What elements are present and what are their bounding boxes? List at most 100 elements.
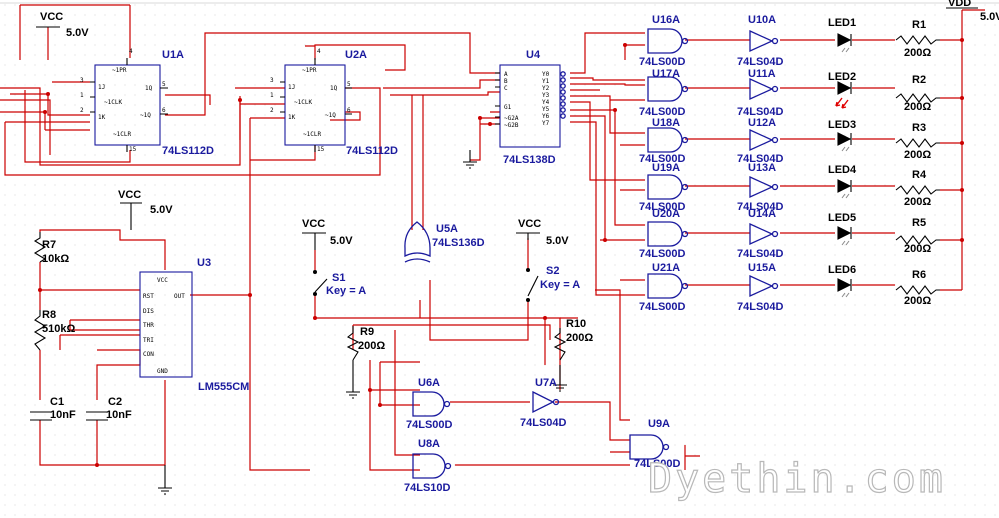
vcc-voltage: 5.0V <box>66 27 89 39</box>
vdd-voltage: 5.0V <box>980 11 999 23</box>
r8-ref: R8 <box>42 309 56 321</box>
ground-symbols <box>158 150 567 495</box>
vcc-supply-555: VCC 5.0V <box>118 189 173 230</box>
vcc-supply-top-left: VCC 5.0V <box>36 11 89 39</box>
u4-pin-g2a: ~G2A <box>504 115 519 122</box>
u7a-part: 74LS04D <box>520 417 567 429</box>
led_row-4-led-label: LED5 <box>828 212 856 224</box>
u1a-jk-flipflop[interactable]: ~1PR 1J ~1CLK 1K ~1CLR 1Q ~1Q 4 3 1 2 5 … <box>80 48 214 157</box>
u3-pin-vcc: VCC <box>157 277 168 284</box>
vcc-label: VCC <box>40 11 63 23</box>
c2-value: 10nF <box>106 409 132 421</box>
inv_row-4-part-label: 74LS04D <box>737 248 784 260</box>
u4-decoder[interactable]: A B C G1 ~G2A ~G2B Y0 Y1 Y2 Y3 Y4 Y5 Y6 … <box>495 49 566 166</box>
u2a-pin-j: 1J <box>288 84 295 91</box>
u4-pin-y1: Y1 <box>542 78 550 85</box>
switch-s2[interactable]: S2 Key = A <box>526 265 580 302</box>
u2a-pin-5: 5 <box>347 81 351 88</box>
u3-pin-dis: DIS <box>143 308 154 315</box>
u2a-pin-6: 6 <box>347 107 351 114</box>
switch-s1[interactable]: S1 Key = A <box>313 270 366 297</box>
u2a-pin-clr: ~1CLR <box>303 131 321 138</box>
u4-pin-b: B <box>504 78 508 85</box>
r7-ref: R7 <box>42 239 56 251</box>
led_row-5-led-label: LED6 <box>828 264 856 276</box>
u4-pin-y2: Y2 <box>542 85 550 92</box>
u1a-pin-15: 15 <box>129 146 137 153</box>
u2a-pin-q: 1Q <box>330 85 338 92</box>
inv_row-2-part-label: 74LS04D <box>737 153 784 165</box>
s1-ref: S1 <box>332 272 345 284</box>
s2-ref: S2 <box>546 265 559 277</box>
resistor-r10[interactable]: R10 200Ω <box>553 318 593 361</box>
u1a-pin-nq: ~1Q <box>140 112 151 119</box>
u8a-part: 74LS10D <box>404 482 451 494</box>
u3-body <box>139 271 193 378</box>
capacitor-c2[interactable]: C2 10nF <box>86 396 132 421</box>
wire-net <box>0 4 985 471</box>
inv_row-4-ref-label: U14A <box>748 208 776 220</box>
u5a-ref: U5A <box>436 223 458 235</box>
u3-part: LM555CM <box>198 381 249 393</box>
u2a-pin-15: 15 <box>317 146 325 153</box>
u6a-part: 74LS00D <box>406 419 453 431</box>
u2a-pin-prn: ~1PR <box>302 67 317 74</box>
nand_row-4-ref-label: U20A <box>652 208 680 220</box>
u7a-inverter[interactable]: U7A 74LS04D <box>520 377 567 429</box>
resistor-r9[interactable]: R9 200Ω <box>346 326 385 361</box>
s1-key: Key = A <box>326 285 366 297</box>
u6a-nand-gate[interactable]: U6A 74LS00D <box>406 377 453 431</box>
r9-ref: R9 <box>360 326 374 338</box>
u2a-ref: U2A <box>345 49 367 61</box>
nand_row-4-part-label: 74LS00D <box>639 248 686 260</box>
vcc-supply-s1: VCC 5.0V <box>302 218 353 250</box>
vdd-supply: VDD 5.0V <box>946 0 999 23</box>
u3-pin-con: CON <box>143 351 154 358</box>
u2a-pin-3: 3 <box>270 77 274 84</box>
led_row-1-r-label: R2 <box>912 74 926 86</box>
u3-pin-gnd: GND <box>157 368 168 375</box>
resistor-r7[interactable]: R7 10kΩ <box>33 232 69 265</box>
u1a-pin-j: 1J <box>98 84 105 91</box>
led_row-3-value-label: 200Ω <box>904 196 931 208</box>
vcc-supply-s2: VCC 5.0V <box>516 218 569 247</box>
u4-pin-y7: Y7 <box>542 120 550 127</box>
u3-555-timer[interactable]: VCC RST DIS THR TRI CON OUT GND U3 LM555… <box>139 257 249 393</box>
nand_row-0-part-label: 74LS00D <box>639 56 686 68</box>
nand-row-u20a[interactable]: U20A 74LS00D <box>639 208 689 260</box>
capacitor-c1[interactable]: C1 10nF <box>30 396 76 421</box>
u2a-jk-flipflop[interactable]: ~1PR 1J ~1CLK 1K ~1CLR 1Q ~1Q 4 3 1 2 5 … <box>270 48 398 157</box>
u7a-ref: U7A <box>535 377 557 389</box>
u4-pin-g1: G1 <box>504 104 512 111</box>
nand_row-2-part-label: 74LS00D <box>639 153 686 165</box>
led-row[interactable]: LED1 LED2 LED3 LED4 LED5 LED6 <box>828 17 857 298</box>
u8a-nand3-gate[interactable]: U8A 74LS10D <box>404 438 452 494</box>
inv_row-0-ref-label: U10A <box>748 14 776 26</box>
u1a-pin-1: 1 <box>80 92 84 99</box>
r9-value: 200Ω <box>358 340 385 352</box>
vcc-voltage: 5.0V <box>150 204 173 216</box>
led_row-5-value-label: 200Ω <box>904 295 931 307</box>
led_row-1-value-label: 200Ω <box>904 101 931 113</box>
u9a-ref: U9A <box>648 418 670 430</box>
c1-ref: C1 <box>50 396 64 408</box>
r10-ref: R10 <box>566 318 586 330</box>
u9a-part: 74LS00D <box>634 458 681 470</box>
u9a-nand-gate[interactable]: U9A 74LS00D <box>629 418 681 470</box>
r7-value: 10kΩ <box>42 253 69 265</box>
led_row-2-r-label: R3 <box>912 122 926 134</box>
resistor-r8[interactable]: R8 510kΩ <box>33 309 75 351</box>
led_row-5-r-label: R6 <box>912 269 926 281</box>
u5a-xor-gate[interactable]: U5A 74LS136D <box>404 221 485 263</box>
vdd-label: VDD <box>948 0 971 9</box>
u1a-pin-prn: ~1PR <box>112 67 127 74</box>
u2a-pin-k: 1K <box>288 114 296 121</box>
